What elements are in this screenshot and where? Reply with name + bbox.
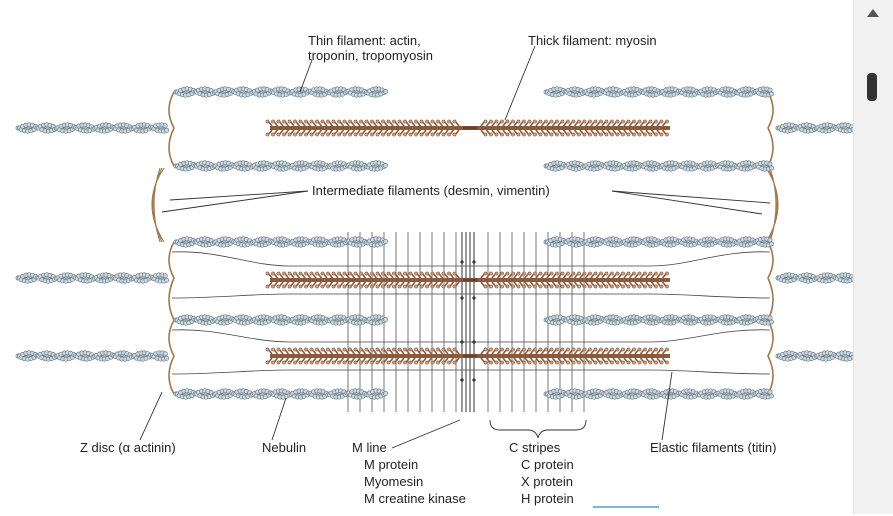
titin-lower-1 bbox=[171, 369, 771, 375]
m-line-node-5 bbox=[472, 296, 476, 300]
thin-filament-8 bbox=[173, 388, 388, 400]
thick-filament-bottom bbox=[265, 347, 670, 365]
m-line-node-6 bbox=[472, 340, 476, 344]
label-intermediate-filaments: Intermediate filaments (desmin, vimentin… bbox=[312, 183, 550, 198]
scroll-up-arrow-icon[interactable] bbox=[867, 9, 879, 17]
intermediate-arc-0-0 bbox=[153, 167, 161, 243]
thin-filament-14 bbox=[15, 350, 170, 362]
label-h-protein: H protein bbox=[521, 491, 574, 506]
thin-filament-1 bbox=[543, 86, 774, 98]
leader-nebulin bbox=[271, 397, 287, 441]
label-m-creatine-kinase: M creatine kinase bbox=[364, 491, 466, 506]
thin-filament-12 bbox=[15, 272, 170, 284]
leader-lines bbox=[139, 45, 771, 449]
thin-filament-9 bbox=[543, 388, 774, 400]
label-thin-filament-line1: Thin filament: actin, bbox=[308, 33, 421, 48]
leader-intermediate-left-1 bbox=[169, 190, 309, 201]
thin-filament-2 bbox=[173, 160, 388, 172]
m-line-node-1 bbox=[460, 296, 464, 300]
thick-filaments bbox=[265, 119, 670, 365]
thick-filament-middle bbox=[265, 271, 670, 289]
label-myomesin: Myomesin bbox=[364, 474, 423, 489]
leader-intermediate-left-2 bbox=[161, 190, 309, 213]
thin-filament-5 bbox=[543, 236, 774, 248]
label-thin-filament-line2: troponin, tropomyosin bbox=[308, 48, 433, 63]
thin-filament-7 bbox=[543, 314, 774, 326]
leader-z-disc bbox=[139, 391, 163, 441]
leader-elastic bbox=[661, 371, 673, 441]
label-x-protein: X protein bbox=[521, 474, 573, 489]
intermediate-arc-0-1 bbox=[152, 167, 163, 243]
thick-filament-top bbox=[265, 119, 670, 137]
thin-filament-11 bbox=[775, 122, 853, 134]
m-line-node-0 bbox=[460, 260, 464, 264]
thin-filament-3 bbox=[543, 160, 774, 172]
m-line-node-2 bbox=[460, 340, 464, 344]
thin-filament-15 bbox=[775, 350, 853, 362]
sarcomere-diagram: Thin filament: actin, troponin, tropomyo… bbox=[15, 33, 853, 506]
label-thick-filament: Thick filament: myosin bbox=[528, 33, 657, 48]
z-disc-right-upper bbox=[767, 91, 774, 167]
z-disc-left-lower bbox=[168, 241, 175, 395]
label-m-protein: M protein bbox=[364, 457, 418, 472]
intermediate-arc-1-0 bbox=[769, 167, 777, 243]
scrollbar-thumb[interactable] bbox=[867, 73, 877, 101]
c-stripes-bracket bbox=[489, 419, 587, 439]
thin-filament-10 bbox=[15, 122, 170, 134]
titin-upper-1 bbox=[171, 329, 771, 343]
thin-filament-0 bbox=[173, 86, 388, 98]
thin-filaments bbox=[15, 86, 853, 400]
z-disc-left-upper bbox=[168, 91, 175, 167]
label-z-disc: Z disc (α actinin) bbox=[80, 440, 176, 455]
titin-lower-0 bbox=[171, 293, 771, 299]
m-line-node-3 bbox=[460, 378, 464, 382]
label-c-stripes: C stripes bbox=[509, 440, 561, 455]
label-elastic-filaments: Elastic filaments (titin) bbox=[650, 440, 776, 455]
leader-intermediate-right-1 bbox=[611, 190, 771, 204]
m-line-node-7 bbox=[472, 378, 476, 382]
thin-filament-6 bbox=[173, 314, 388, 326]
leader-thick-filament bbox=[504, 45, 536, 121]
titin-upper-0 bbox=[171, 251, 771, 267]
thin-filament-13 bbox=[775, 272, 853, 284]
m-line-node-4 bbox=[472, 260, 476, 264]
intermediate-arc-0-2 bbox=[151, 167, 165, 243]
leader-thin-filament bbox=[299, 59, 313, 93]
label-c-protein: C protein bbox=[521, 457, 574, 472]
leader-m-line bbox=[391, 419, 461, 449]
intermediate-arc-1-1 bbox=[767, 167, 778, 243]
label-nebulin: Nebulin bbox=[262, 440, 306, 455]
leader-intermediate-right-2 bbox=[611, 190, 763, 215]
label-m-line: M line bbox=[352, 440, 387, 455]
vertical-scrollbar[interactable] bbox=[853, 0, 893, 514]
thin-filament-4 bbox=[173, 236, 388, 248]
intermediate-filaments bbox=[151, 167, 779, 243]
intermediate-arc-1-2 bbox=[765, 167, 779, 243]
bottom-tab-indicator bbox=[593, 506, 659, 516]
